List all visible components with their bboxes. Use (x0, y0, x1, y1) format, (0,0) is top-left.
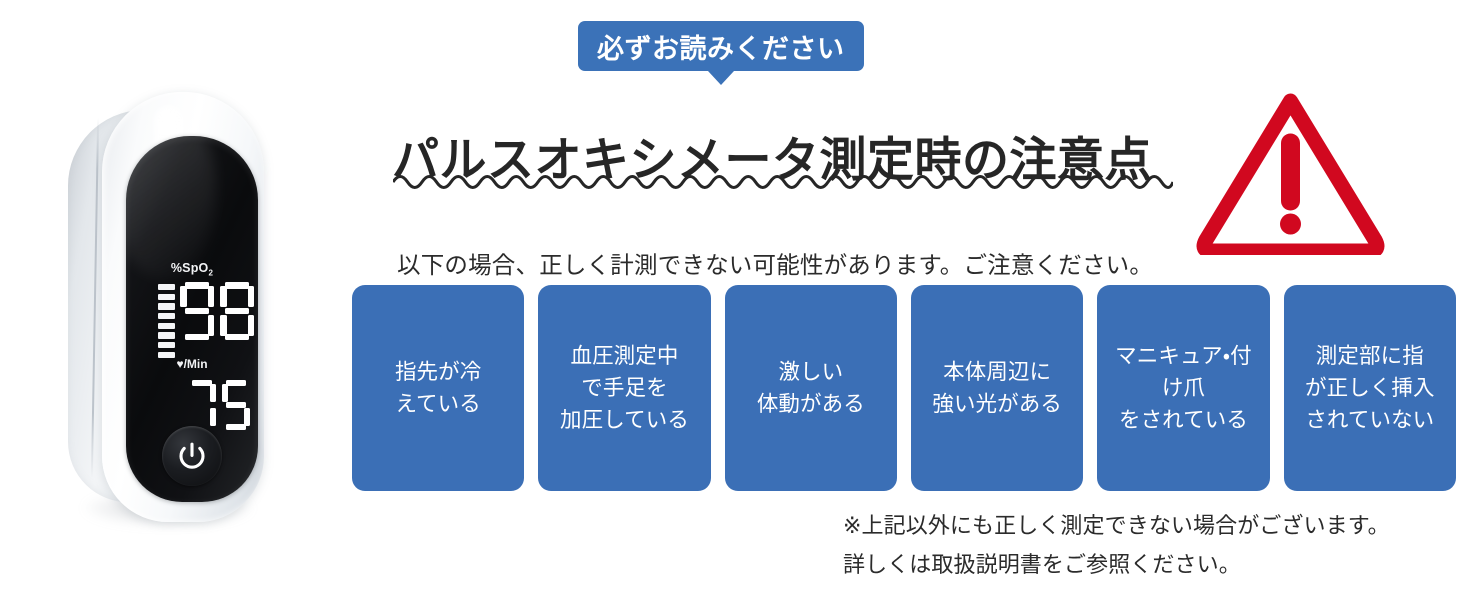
power-icon (179, 442, 205, 469)
pulse-rate-value-display (188, 380, 250, 430)
reason-card: マニキュア・付 け爪 をされている (1097, 285, 1270, 491)
title-wave-underline (393, 175, 1173, 189)
pulse-digit-2 (222, 380, 250, 430)
reason-card: 本体周辺に 強い光がある (910, 285, 1084, 491)
pulse-rate-unit: /Min (183, 357, 208, 371)
reason-card-row: 指先が冷 えている 血圧測定中 で手足を 加圧している 激しい 体動がある 本体… (352, 285, 1456, 491)
device-display-panel: %SpO2 ♥/Min (126, 136, 258, 502)
pulse-rate-label: ♥/Min (126, 358, 258, 370)
reason-card: 測定部に指 が正しく挿入 されていない (1283, 285, 1456, 491)
power-button[interactable] (162, 426, 222, 486)
spo2-value-display (180, 282, 254, 340)
footnote-line-2: 詳しくは取扱説明書をご参照ください。 (843, 552, 1241, 578)
spo2-label: %SpO2 (126, 262, 258, 278)
spo2-digit-2 (220, 282, 254, 340)
spo2-label-subscript: 2 (208, 268, 214, 278)
pulse-oximeter-device: %SpO2 ♥/Min (58, 88, 308, 540)
read-this-badge: 必ずお読みください (578, 21, 864, 85)
heart-icon: ♥ (176, 357, 184, 371)
spo2-label-text: %SpO (170, 261, 209, 275)
footnote-line-1: ※上記以外にも正しく測定できない場合がございます。 (843, 513, 1390, 538)
footnote-block: ※上記以外にも正しく測定できない場合がございます。 詳しくは取扱説明書をご参照く… (843, 506, 1390, 584)
device-screen: %SpO2 ♥/Min (126, 136, 258, 502)
warning-triangle-icon (1196, 93, 1385, 255)
reason-card: 指先が冷 えている (352, 285, 525, 491)
reason-card: 血圧測定中 で手足を 加圧している (538, 285, 711, 491)
signal-strength-bars (158, 284, 175, 358)
lead-paragraph: 以下の場合、正しく計測できない可能性があります。ご注意ください。 (397, 251, 1154, 278)
reason-card: 激しい 体動がある (724, 285, 897, 491)
spo2-digit-1 (180, 282, 214, 340)
pulse-digit-1 (188, 380, 216, 430)
